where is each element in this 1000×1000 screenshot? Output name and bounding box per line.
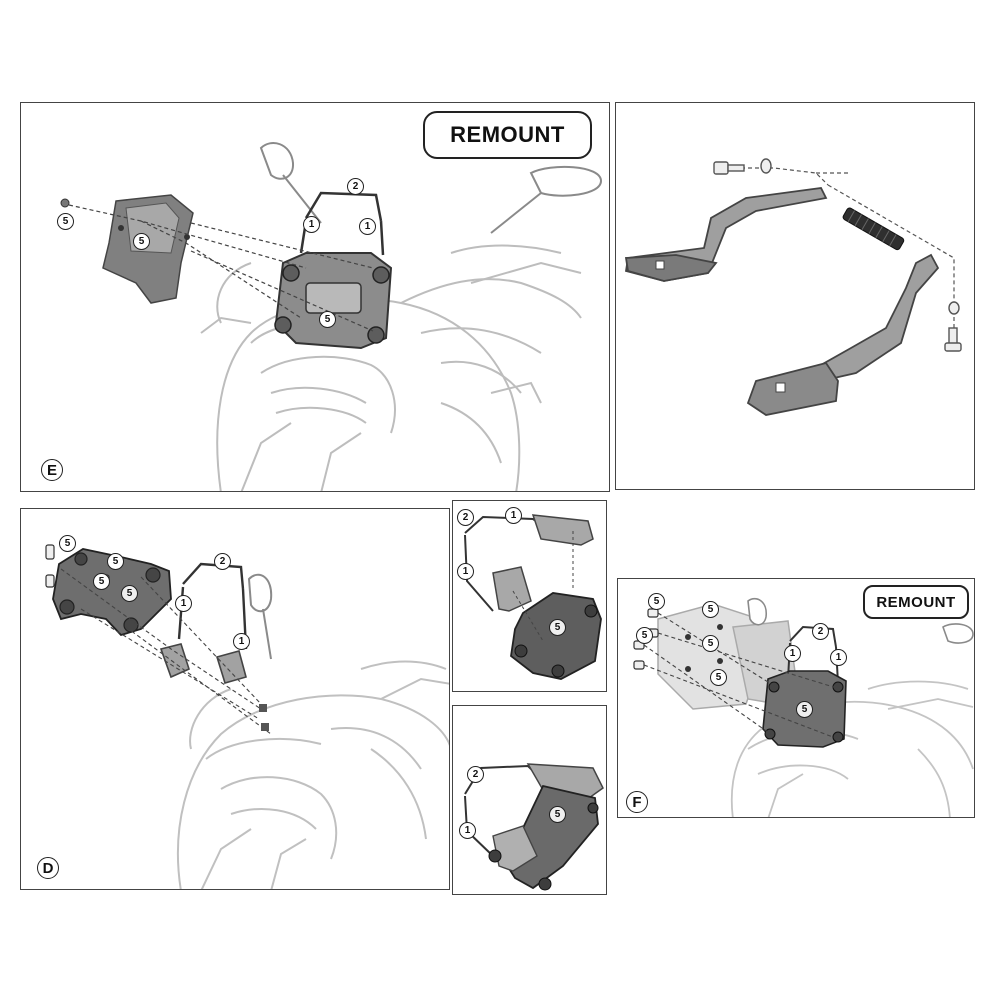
panel-exploded-view: [615, 102, 975, 490]
remount-badge: REMOUNT: [863, 585, 969, 619]
detail-top-illustration: [464, 514, 602, 680]
panel-detail-bottom: 2 1 5: [452, 705, 607, 895]
callout-arm-left: 1: [784, 645, 801, 662]
callout-mount-plate: 5: [319, 311, 336, 328]
callout-bracket: 2: [347, 178, 364, 195]
callout-screw-3: 5: [636, 627, 653, 644]
panel-step-e: REMOUNT E 5 5 5 2 1 1: [20, 102, 610, 492]
callout-arm-right: 1: [359, 218, 376, 235]
callout-arm-right: 1: [830, 649, 847, 666]
callout-screw-4: 5: [702, 635, 719, 652]
callout-bracket: 2: [214, 553, 231, 570]
step-e-illustration: [60, 142, 603, 491]
detail-bottom-illustration: [464, 763, 604, 891]
callout-bracket: 2: [467, 766, 484, 783]
callout-arm-side: 1: [457, 563, 474, 580]
callout-plate: 5: [121, 585, 138, 602]
callout-arm-top: 1: [505, 507, 522, 524]
callout-screw-5: 5: [710, 669, 727, 686]
exploded-bracket-illustration: [624, 158, 962, 416]
callout-arm-right: 1: [233, 633, 250, 650]
panel-step-f: REMOUNT F 5 5 5 5 5 2 1 1 5: [617, 578, 975, 818]
panel-step-d: D 5 5 5 5 2 1 1: [20, 508, 450, 890]
callout-fastener: 5: [57, 213, 74, 230]
remount-badge: REMOUNT: [423, 111, 592, 159]
callout-bolt-2: 5: [107, 553, 124, 570]
step-d-label: D: [37, 857, 59, 879]
callout-arm-left: 1: [303, 216, 320, 233]
callout-plate: 5: [549, 806, 566, 823]
callout-screw-2: 5: [702, 601, 719, 618]
step-f-label: F: [626, 791, 648, 813]
step-d-illustration: [45, 544, 449, 889]
callout-bracket: 2: [812, 623, 829, 640]
callout-plate: 5: [796, 701, 813, 718]
callout-bracket: 2: [457, 509, 474, 526]
callout-plate: 5: [549, 619, 566, 636]
callout-arm-side: 1: [459, 822, 476, 839]
callout-arm-left: 1: [175, 595, 192, 612]
step-f-illustration: [633, 597, 974, 817]
callout-windshield: 5: [133, 233, 150, 250]
callout-bolt-3: 5: [93, 573, 110, 590]
panel-detail-top: 2 1 1 5: [452, 500, 607, 692]
callout-screw-1: 5: [648, 593, 665, 610]
callout-bolt-1: 5: [59, 535, 76, 552]
step-e-label: E: [41, 459, 63, 481]
